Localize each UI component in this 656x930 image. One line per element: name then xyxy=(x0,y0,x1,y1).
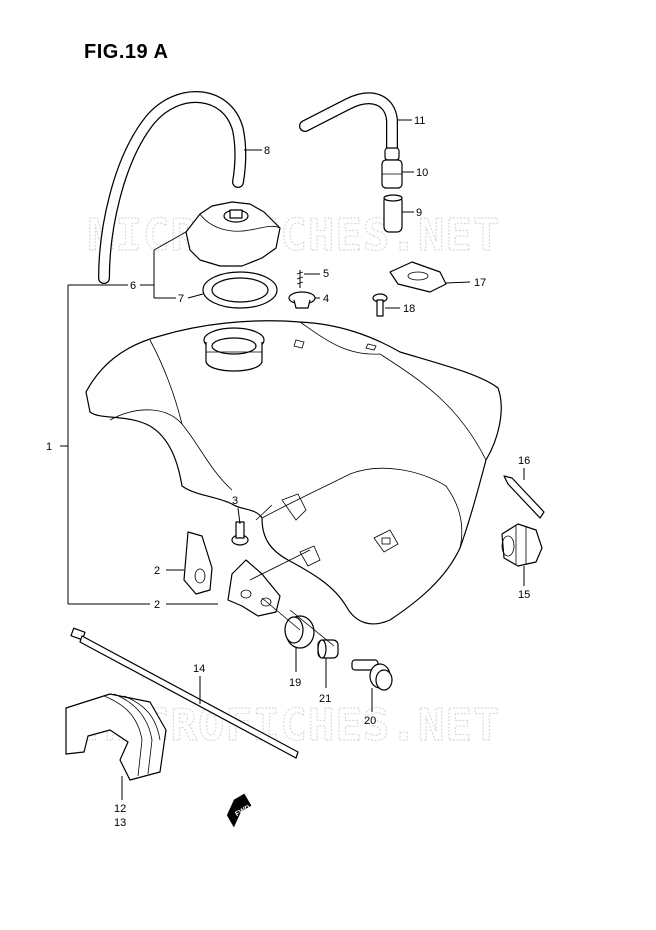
callout-18: 18 xyxy=(403,303,415,315)
callout-6: 6 xyxy=(130,280,136,292)
part-20-bolt xyxy=(351,659,393,691)
callout-3: 3 xyxy=(232,495,238,507)
part-7-cap-gasket xyxy=(202,271,278,309)
part-12-13-cover xyxy=(65,693,167,781)
part-4-plug xyxy=(288,291,316,309)
callout-11: 11 xyxy=(414,115,425,127)
callout-17: 17 xyxy=(474,277,486,289)
part-3-bolt xyxy=(231,521,249,546)
callout-13: 13 xyxy=(114,817,126,829)
callout-7: 7 xyxy=(178,293,184,305)
part-21-collar xyxy=(317,639,339,659)
callout-16: 16 xyxy=(518,455,530,467)
part-18-bolt xyxy=(372,293,388,317)
part-2-bracket-left xyxy=(183,531,213,595)
part-11-bent-hose xyxy=(299,92,398,156)
callout-8: 8 xyxy=(264,145,270,157)
callout-4: 4 xyxy=(323,293,329,305)
leader-lines xyxy=(60,119,525,800)
callout-2b: 2 xyxy=(154,599,160,611)
part-14-long-cable-tie xyxy=(70,627,299,759)
callout-2a: 2 xyxy=(154,565,160,577)
part-8-breather-hose xyxy=(98,91,247,284)
callout-labels: 1 2 2 3 4 5 6 7 8 9 10 11 12 13 14 15 16… xyxy=(46,115,530,829)
callout-1: 1 xyxy=(46,441,52,453)
part-16-cable-tie xyxy=(503,475,545,519)
callout-15: 15 xyxy=(518,589,530,601)
callout-21: 21 xyxy=(319,693,331,705)
callout-20: 20 xyxy=(364,715,376,727)
part-17-bracket xyxy=(389,261,447,293)
fwd-direction-marker: FWD xyxy=(226,793,252,828)
part-5-screw xyxy=(296,270,304,288)
callout-10: 10 xyxy=(416,167,428,179)
part-6-fuel-cap xyxy=(185,201,281,267)
part-1-fuel-tank xyxy=(85,320,502,625)
callout-14: 14 xyxy=(193,663,205,675)
callout-9: 9 xyxy=(416,207,422,219)
callout-12: 12 xyxy=(114,803,126,815)
part-15-cushion xyxy=(501,523,543,567)
part-9-tube xyxy=(383,194,403,233)
figure-title: FIG.19 A xyxy=(84,41,168,63)
watermark-top: MICROFICHES.NET xyxy=(88,210,500,261)
callout-19: 19 xyxy=(289,677,301,689)
callout-5: 5 xyxy=(323,268,329,280)
part-2-bracket-right xyxy=(227,559,281,617)
part-10-valve xyxy=(381,147,403,189)
